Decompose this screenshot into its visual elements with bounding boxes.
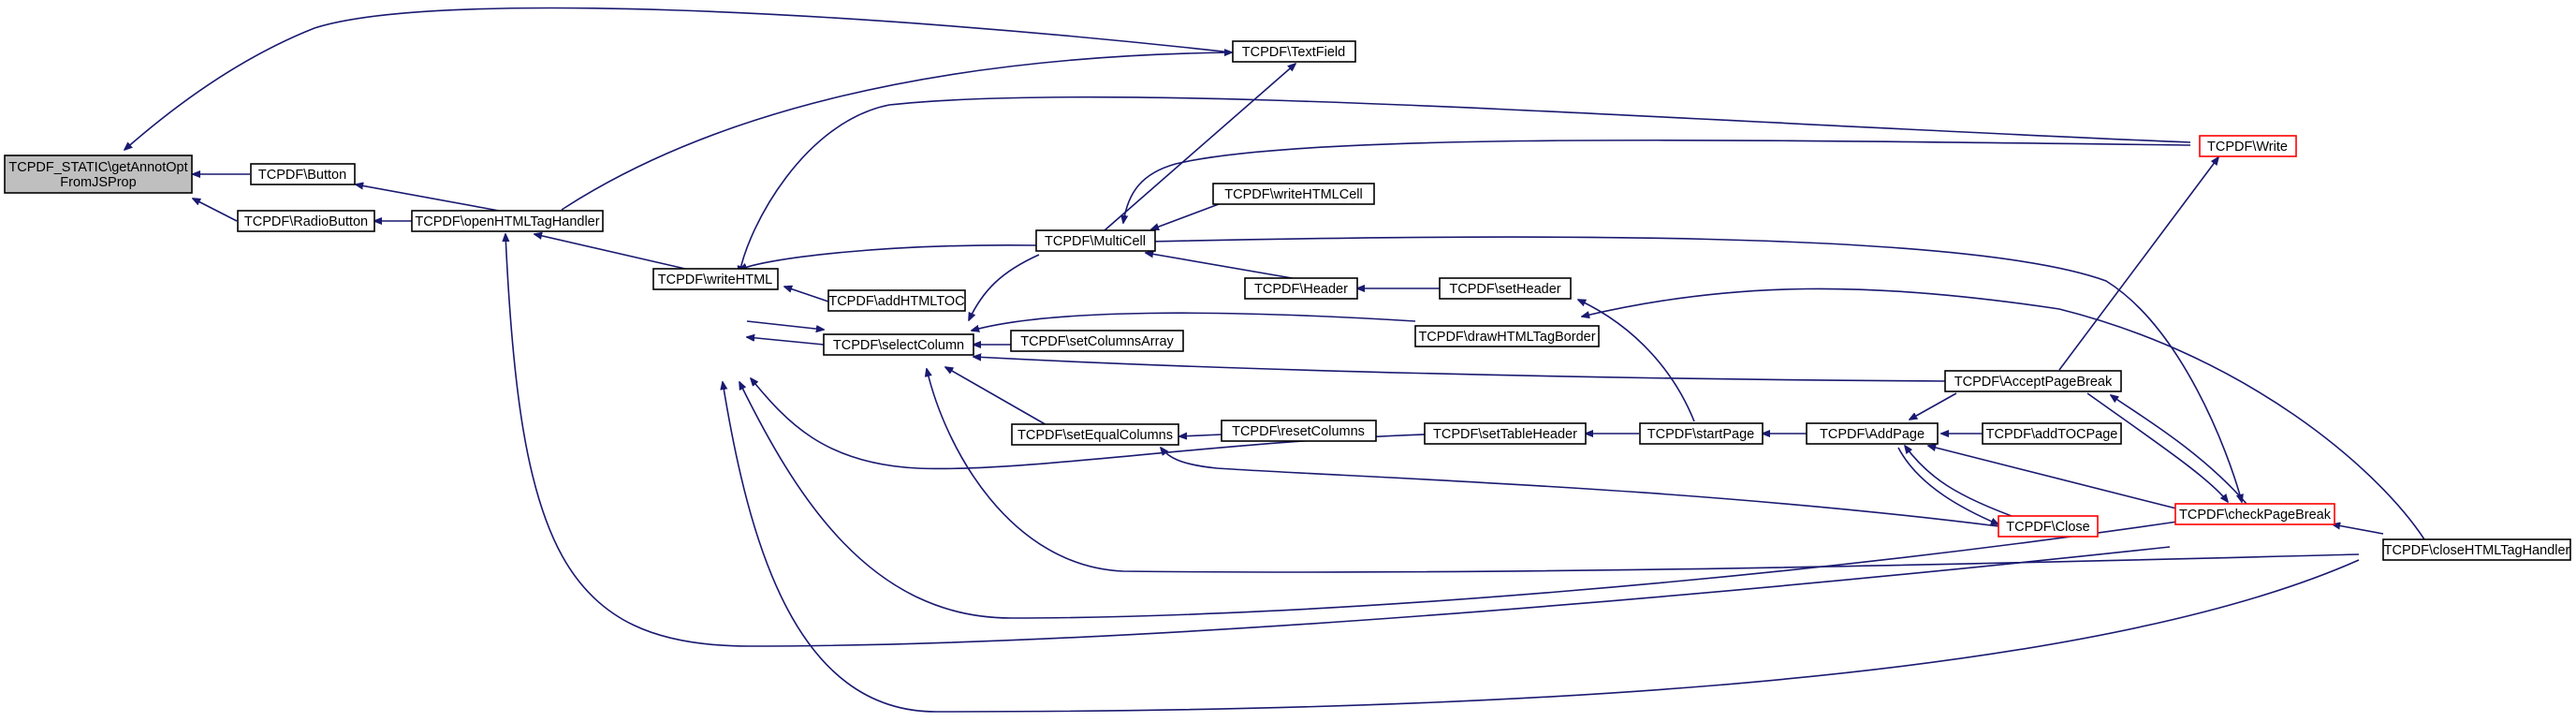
svg-text:TCPDF\RadioButton: TCPDF\RadioButton xyxy=(244,214,368,229)
svg-text:TCPDF\closeHTMLTagHandler: TCPDF\closeHTMLTagHandler xyxy=(2384,543,2570,558)
svg-text:TCPDF\setHeader: TCPDF\setHeader xyxy=(1449,282,1560,297)
edge-radio-to-root xyxy=(193,199,238,222)
edge-setequalcolumns-to-selectcolumn xyxy=(945,367,1049,427)
edge-closetag-to-checkpagebreak xyxy=(2333,524,2384,535)
node-checkpagebreak[interactable]: TCPDF\checkPageBreak xyxy=(2174,503,2335,525)
svg-text:TCPDF\AddPage: TCPDF\AddPage xyxy=(1820,427,1925,442)
edge-write-to-multicell xyxy=(1123,139,2191,223)
svg-text:TCPDF\resetColumns: TCPDF\resetColumns xyxy=(1232,424,1365,439)
edge-multicell-to-selectcolumn xyxy=(969,254,1040,320)
edge-settableheader-to-writehtml xyxy=(751,378,1452,470)
node-addhtmltoc[interactable]: TCPDF\addHTMLTOC xyxy=(827,289,966,312)
svg-text:TCPDF\drawHTMLTagBorder: TCPDF\drawHTMLTagBorder xyxy=(1418,330,1595,345)
node-radiobutton[interactable]: TCPDF\RadioButton xyxy=(237,210,375,232)
svg-text:TCPDF\openHTMLTagHandler: TCPDF\openHTMLTagHandler xyxy=(415,214,599,229)
edge-acceptpagebreak-to-selectcolumn xyxy=(973,357,1946,382)
node-button[interactable]: TCPDF\Button xyxy=(250,163,356,185)
svg-text:TCPDF\writeHTMLCell: TCPDF\writeHTMLCell xyxy=(1224,187,1362,202)
edge-closetag-to-drawborder xyxy=(1582,287,2425,540)
edge-drawborder-to-selectcolumn xyxy=(972,312,1416,331)
svg-text:TCPDF\TextField: TCPDF\TextField xyxy=(1242,45,1345,60)
edge-resetcolumns-to-setequalcolumns xyxy=(1179,435,1222,436)
svg-text:TCPDF\Write: TCPDF\Write xyxy=(2207,140,2288,155)
edge-addpage-to-close xyxy=(1897,447,1998,524)
edge-acceptpagebreak-to-write xyxy=(2058,157,2218,371)
edge-multicell-to-checkpagebreak xyxy=(1145,236,2242,502)
svg-text:TCPDF\Button: TCPDF\Button xyxy=(258,168,346,183)
svg-text:TCPDF\startPage: TCPDF\startPage xyxy=(1647,427,1754,442)
edge-closetag-to-selectcolumn xyxy=(927,369,2360,573)
svg-text:TCPDF\Header: TCPDF\Header xyxy=(1254,282,1348,297)
edge-close-to-opentag xyxy=(505,234,2171,647)
svg-text:TCPDF\addHTMLTOC: TCPDF\addHTMLTOC xyxy=(828,294,964,309)
edge-addhtmltoc-to-writehtml xyxy=(784,287,829,302)
svg-text:TCPDF\selectColumn: TCPDF\selectColumn xyxy=(833,338,964,353)
node-root-line2: FromJSProp xyxy=(60,175,136,190)
svg-text:TCPDF\addTOCPage: TCPDF\addTOCPage xyxy=(1986,427,2118,442)
svg-text:TCPDF\setColumnsArray: TCPDF\setColumnsArray xyxy=(1020,334,1174,349)
node-addtocpage[interactable]: TCPDF\addTOCPage xyxy=(1982,422,2122,445)
node-close[interactable]: TCPDF\Close xyxy=(1998,515,2099,538)
edge-textfield-to-root xyxy=(124,7,1233,150)
edge-header-to-multicell xyxy=(1146,253,1298,280)
edge-close-to-setequalcolumns xyxy=(1161,448,1999,527)
edge-multicell-to-textfield xyxy=(1104,64,1295,231)
edge-closetag-to-writehtml xyxy=(723,382,2360,713)
edge-write-to-writehtml xyxy=(739,96,2191,273)
node-startpage[interactable]: TCPDF\startPage xyxy=(1639,422,1764,445)
edge-multicell-to-writehtml xyxy=(739,244,1037,270)
edge-checkpagebreak-to-writehtml xyxy=(739,382,2191,619)
edge-close-to-addpage xyxy=(1905,446,2023,521)
edges xyxy=(124,7,2425,713)
node-root[interactable]: TCPDF_STATIC\getAnnotOpt FromJSProp xyxy=(4,155,193,194)
node-write[interactable]: TCPDF\Write xyxy=(2199,135,2297,157)
svg-text:TCPDF\setEqualColumns: TCPDF\setEqualColumns xyxy=(1017,428,1173,443)
node-writehtml[interactable]: TCPDF\writeHTML xyxy=(652,268,779,290)
node-writehtmlcell[interactable]: TCPDF\writeHTMLCell xyxy=(1212,183,1375,205)
node-header[interactable]: TCPDF\Header xyxy=(1244,277,1358,300)
node-resetcolumns[interactable]: TCPDF\resetColumns xyxy=(1221,420,1377,442)
node-setheader[interactable]: TCPDF\setHeader xyxy=(1439,277,1572,300)
svg-text:TCPDF\Close: TCPDF\Close xyxy=(2006,520,2089,535)
node-multicell[interactable]: TCPDF\MultiCell xyxy=(1035,229,1156,252)
edge-acceptpagebreak-to-addpage xyxy=(1910,392,1957,420)
edge-acceptpagebreak-to-checkpagebreak xyxy=(2086,392,2228,502)
edge-writehtmlcell-to-multicell xyxy=(1151,203,1220,229)
node-root-line1: TCPDF_STATIC\getAnnotOpt xyxy=(8,160,187,175)
node-drawhtmltagborder[interactable]: TCPDF\drawHTMLTagBorder xyxy=(1414,325,1600,347)
svg-text:TCPDF\setTableHeader: TCPDF\setTableHeader xyxy=(1433,427,1577,442)
svg-text:TCPDF\checkPageBreak: TCPDF\checkPageBreak xyxy=(2179,508,2332,523)
edge-opentag-to-textfield xyxy=(561,52,1232,211)
nodes: TCPDF_STATIC\getAnnotOpt FromJSProp TCPD… xyxy=(4,40,2571,561)
node-settableheader[interactable]: TCPDF\setTableHeader xyxy=(1424,422,1587,445)
node-selectcolumn[interactable]: TCPDF\selectColumn xyxy=(823,333,974,356)
node-closehtmltaghandler[interactable]: TCPDF\closeHTMLTagHandler xyxy=(2382,538,2571,561)
node-openhtmltaghandler[interactable]: TCPDF\openHTMLTagHandler xyxy=(411,210,604,232)
svg-text:TCPDF\MultiCell: TCPDF\MultiCell xyxy=(1045,234,1146,249)
node-acceptpagebreak[interactable]: TCPDF\AcceptPageBreak xyxy=(1944,370,2122,392)
svg-text:TCPDF\AcceptPageBreak: TCPDF\AcceptPageBreak xyxy=(1954,375,2113,390)
edge-checkpagebreak-to-addpage xyxy=(1928,446,2177,509)
edge-selectcolumn-to-writehtml xyxy=(747,337,825,346)
edge-writehtml-to-opentag xyxy=(534,234,686,270)
node-setequalcolumns[interactable]: TCPDF\setEqualColumns xyxy=(1011,423,1179,446)
svg-text:TCPDF\writeHTML: TCPDF\writeHTML xyxy=(658,273,772,287)
edge-writehtml-to-selectcolumn xyxy=(746,320,824,330)
edge-checkpagebreak-to-acceptpagebreak xyxy=(2111,395,2247,505)
node-textfield[interactable]: TCPDF\TextField xyxy=(1232,40,1356,63)
node-addpage[interactable]: TCPDF\AddPage xyxy=(1806,422,1939,445)
node-setcolumnsarray[interactable]: TCPDF\setColumnsArray xyxy=(1010,330,1184,352)
edge-startpage-to-setheader xyxy=(1578,300,1695,422)
edge-opentag-to-button xyxy=(356,184,500,212)
